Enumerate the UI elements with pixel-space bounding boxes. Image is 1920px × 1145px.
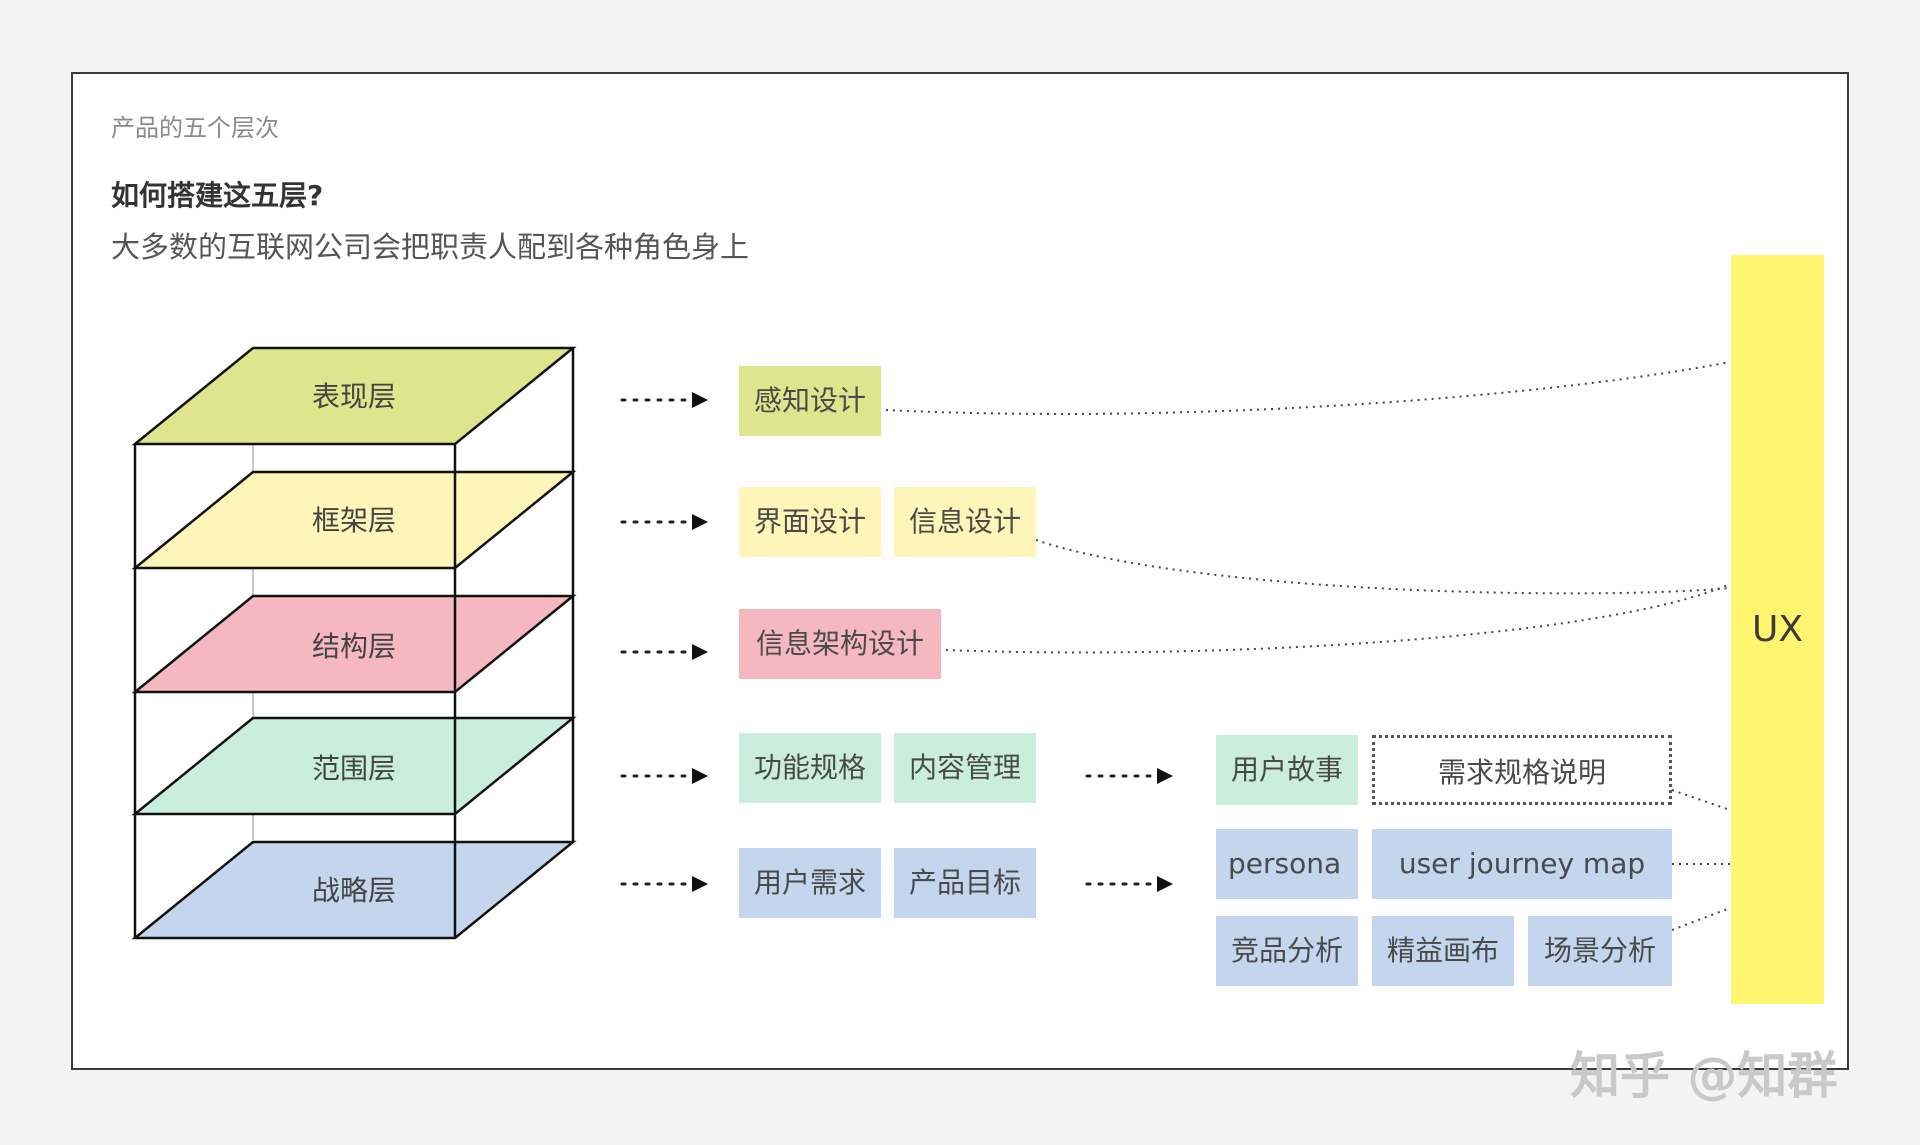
- arrow-scope: [620, 768, 708, 784]
- task-content-management: 内容管理: [894, 733, 1036, 803]
- stack-frame: [133, 348, 575, 938]
- slide-subtitle: 大多数的互联网公司会把职责人配到各种角色身上: [111, 230, 750, 264]
- section-label: 产品的五个层次: [111, 114, 279, 142]
- watermark: 知乎 @知群: [1570, 1047, 1838, 1105]
- layer-label-scope: 范围层: [312, 752, 396, 785]
- layer-label-skeleton: 框架层: [312, 504, 396, 537]
- ux-role-bar: UX: [1731, 255, 1824, 1004]
- arrow-strategy-deliverables: [1085, 876, 1173, 892]
- connector-structure: [945, 583, 1731, 654]
- deliverable-competitive-analysis: 竞品分析: [1216, 916, 1358, 986]
- connector-analysis: [1671, 907, 1731, 931]
- task-interface-design: 界面设计: [739, 487, 881, 557]
- deliverable-lean-canvas: 精益画布: [1372, 916, 1514, 986]
- task-product-goals: 产品目标: [894, 848, 1036, 918]
- deliverable-scenario-analysis: 场景分析: [1528, 916, 1672, 986]
- task-information-architecture: 信息架构设计: [739, 609, 941, 679]
- layer-label-structure: 结构层: [312, 630, 396, 663]
- deliverable-user-journey-map: user journey map: [1372, 829, 1672, 899]
- arrow-scope-deliverables: [1085, 768, 1173, 784]
- layer-labels: 表现层 框架层 结构层 范围层 战略层: [312, 380, 396, 907]
- connectors: [885, 361, 1731, 931]
- connector-spec: [1671, 789, 1731, 811]
- deliverable-user-story: 用户故事: [1216, 735, 1358, 805]
- connector-skeleton: [1035, 539, 1731, 595]
- task-perception-design: 感知设计: [739, 366, 881, 436]
- task-functional-spec: 功能规格: [739, 733, 881, 803]
- task-user-needs: 用户需求: [739, 848, 881, 918]
- layer-arrows: [620, 392, 1173, 892]
- arrow-strategy: [620, 876, 708, 892]
- slide-title: 如何搭建这五层?: [111, 179, 324, 212]
- arrow-surface: [620, 392, 708, 408]
- deliverable-requirements-spec: 需求规格说明: [1372, 735, 1672, 805]
- connector-surface: [885, 361, 1731, 415]
- task-information-design: 信息设计: [894, 487, 1036, 557]
- ux-role-label: UX: [1751, 609, 1803, 650]
- layer-label-strategy: 战略层: [312, 874, 396, 907]
- arrow-skeleton: [620, 514, 708, 530]
- deliverable-persona: persona: [1216, 829, 1358, 899]
- layer-label-surface: 表现层: [312, 380, 396, 413]
- arrow-structure: [620, 644, 708, 660]
